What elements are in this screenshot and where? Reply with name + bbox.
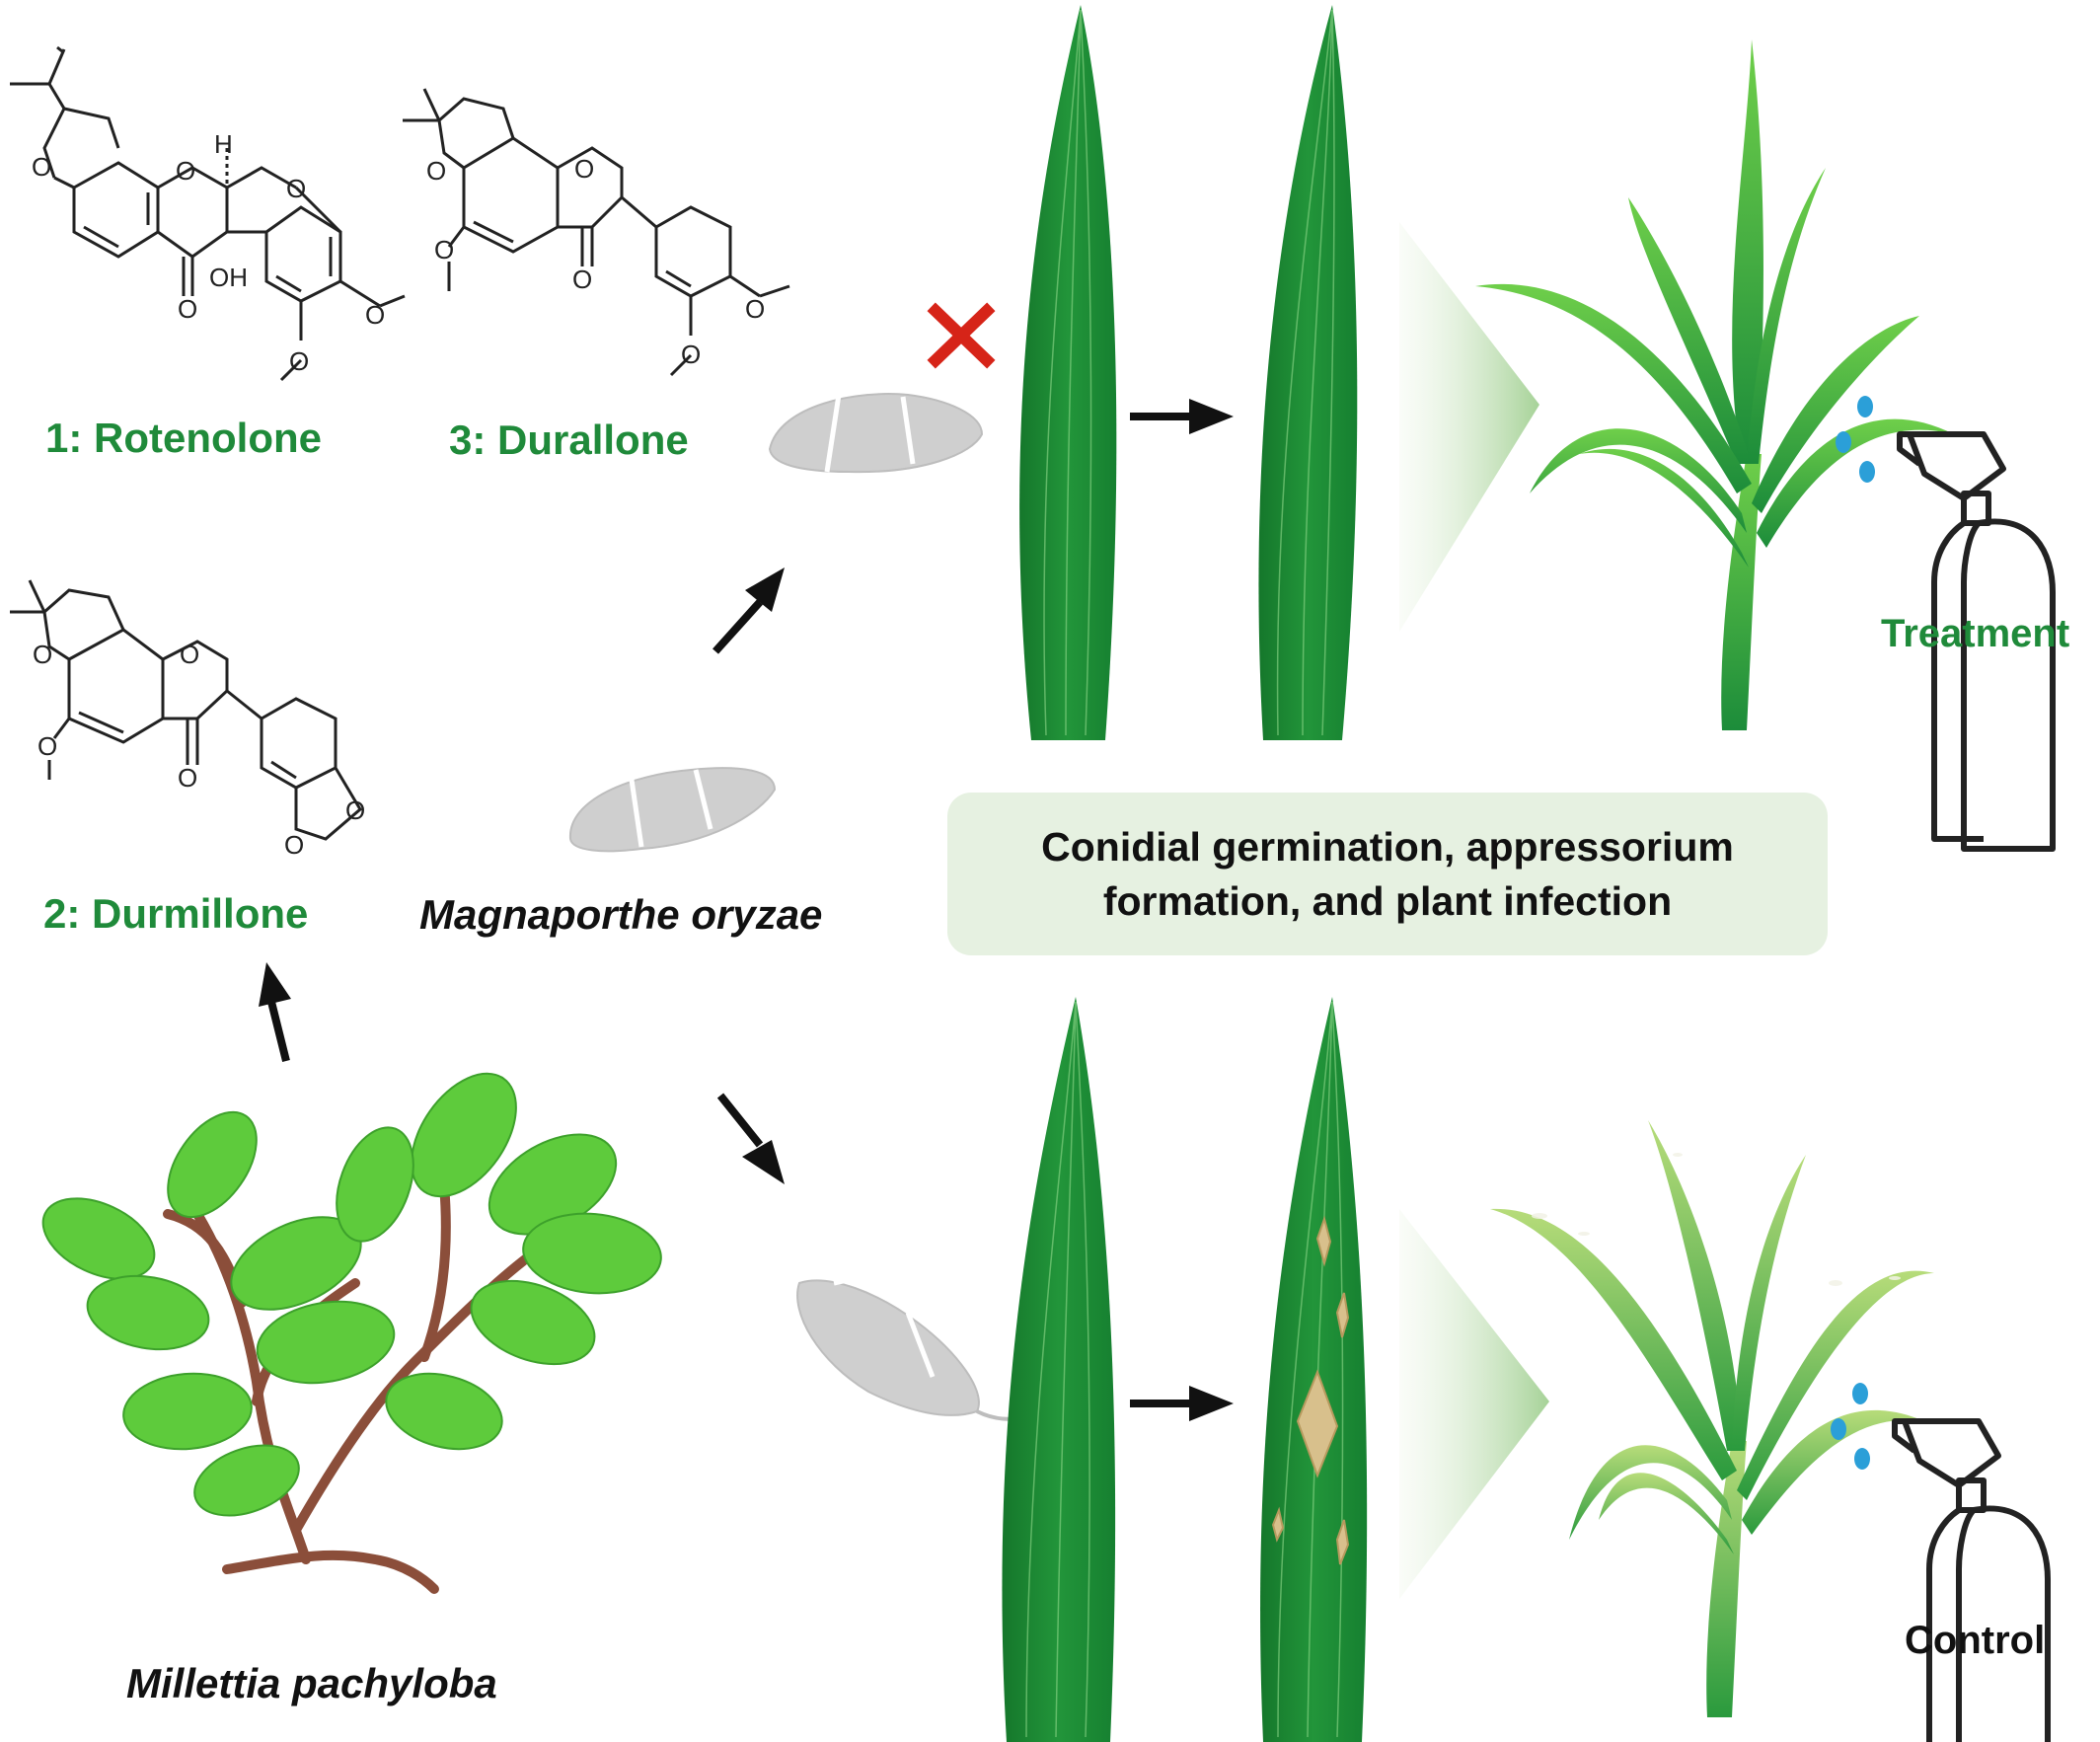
svg-text:O: O: [574, 154, 594, 184]
leaf-blade-top-2: [1258, 5, 1358, 740]
svg-text:O: O: [38, 731, 57, 761]
millettia-branch: [41, 1072, 662, 1594]
diseased-rice-plant: [1490, 1120, 1934, 1717]
fungus-species-label: Magnaporthe oryzae: [419, 891, 823, 938]
svg-text:O: O: [681, 340, 701, 369]
svg-text:O: O: [745, 294, 765, 324]
arrow-icon: [259, 399, 1234, 1421]
healthy-rice-plant: [1475, 39, 1954, 730]
svg-text:O: O: [178, 294, 197, 324]
rotenolone-h-atom: H: [214, 129, 233, 159]
conidium-top: [768, 393, 984, 474]
durmillone-structure: [10, 579, 362, 841]
leaf-blade-bottom-1: [1002, 997, 1116, 1742]
svg-text:O: O: [572, 265, 592, 294]
compound-label-durallone: 3: Durallone: [449, 417, 689, 463]
compound-label-rotenolone: 1: Rotenolone: [45, 415, 322, 461]
process-description-line-2: formation, and plant infection: [1102, 877, 1673, 924]
treatment-label: Treatment: [1881, 612, 2070, 655]
svg-text:O: O: [176, 156, 195, 186]
infected-leaf-blade: [1260, 997, 1368, 1742]
spray-droplets: [1831, 396, 1875, 1470]
svg-text:O: O: [180, 640, 199, 669]
process-description-box: Conidial germination, appressorium forma…: [947, 793, 1828, 955]
svg-text:O: O: [284, 830, 304, 860]
plant-species-label: Millettia pachyloba: [126, 1660, 497, 1706]
compound-label-durmillone: 2: Durmillone: [43, 890, 309, 937]
durallone-structure: [403, 88, 790, 377]
svg-text:O: O: [365, 300, 385, 330]
svg-text:O: O: [426, 156, 446, 186]
svg-text:O: O: [32, 152, 51, 182]
process-description-line-1: Conidial germination, appressorium: [1041, 823, 1734, 870]
result-fade-top: [1399, 222, 1539, 632]
rotenolone-oh-group: OH: [209, 263, 248, 292]
disease-lesion: [1271, 1215, 1350, 1565]
result-fade-bottom: [1399, 1209, 1549, 1599]
conidium-middle: [568, 767, 777, 853]
leaf-blade-top-1: [1019, 5, 1117, 740]
svg-text:O: O: [286, 174, 306, 203]
svg-text:O: O: [345, 795, 365, 825]
svg-text:O: O: [178, 763, 197, 793]
svg-text:O: O: [434, 235, 454, 265]
svg-text:O: O: [289, 346, 309, 376]
spray-bottle-icon: [1892, 1418, 2051, 1742]
rotenolone-structure: [10, 45, 406, 382]
svg-text:O: O: [33, 640, 52, 669]
control-label: Control: [1905, 1619, 2046, 1662]
spray-bottle-icon: [1897, 431, 2056, 852]
blocked-x-icon: [927, 302, 996, 369]
